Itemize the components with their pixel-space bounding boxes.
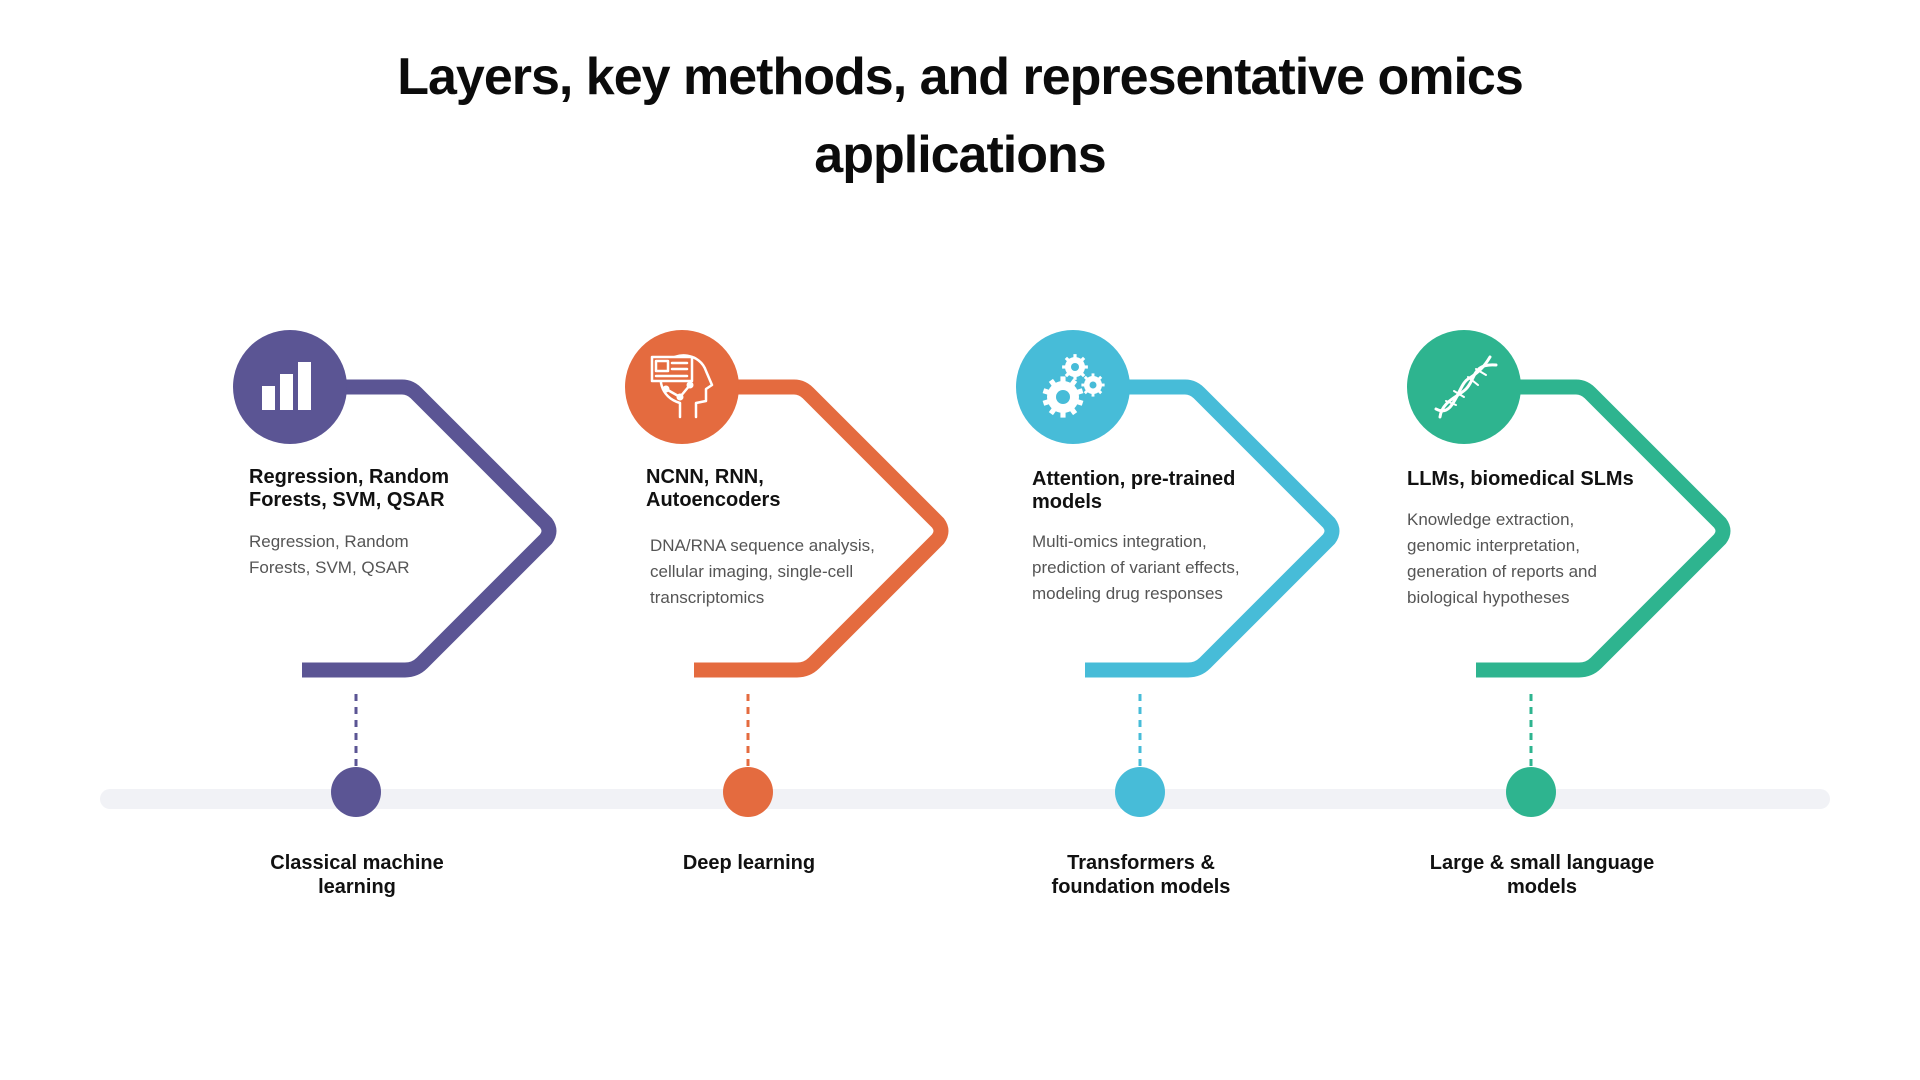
stage-connector [1073,379,1340,678]
timeline-node [331,767,381,817]
stage-applications-transformers: Multi-omics integration, prediction of v… [1032,532,1240,603]
stage-connector [290,379,557,678]
stage-deep [625,330,949,817]
dna-icon [1407,330,1521,444]
icon-circle [625,330,739,444]
gears-icon [1016,330,1130,444]
timeline-node [1506,767,1556,817]
stage-layer-label-language: Large & small language models [1429,852,1655,898]
timeline-node [1115,767,1165,817]
stage-layer-label-classical: Classical machine learning [270,852,444,898]
stage-applications-classical: Regression, Random Forests, SVM, QSAR [249,532,410,577]
stage-classical [233,330,557,817]
stage-connector [682,379,949,678]
stage-methods-deep: NCNN, RNN, Autoencoders [646,466,781,511]
timeline-node [723,767,773,817]
stage-methods-language: LLMs, biomedical SLMs [1407,468,1634,490]
icon-circle [1407,330,1521,444]
stage-connector [1464,379,1731,678]
stage-methods-transformers: Attention, pre-trained models [1032,468,1236,513]
stage-transformers [1016,330,1340,817]
head-brain-icon [625,330,739,444]
stage-layer-label-deep: Deep learning [682,852,816,874]
timeline-track [100,789,1830,809]
stage-language [1407,330,1731,817]
stage-applications-deep: DNA/RNA sequence analysis, cellular imag… [650,536,875,607]
stage-layer-label-transformers: Transformers & foundation models [1051,852,1231,898]
page-title: Layers, key methods, and representative … [397,48,1524,184]
stage-methods-classical: Regression, Random Forests, SVM, QSAR [249,466,450,511]
bar-chart-icon [233,330,347,444]
stage-applications-language: Knowledge extraction, genomic interpreta… [1407,510,1597,607]
